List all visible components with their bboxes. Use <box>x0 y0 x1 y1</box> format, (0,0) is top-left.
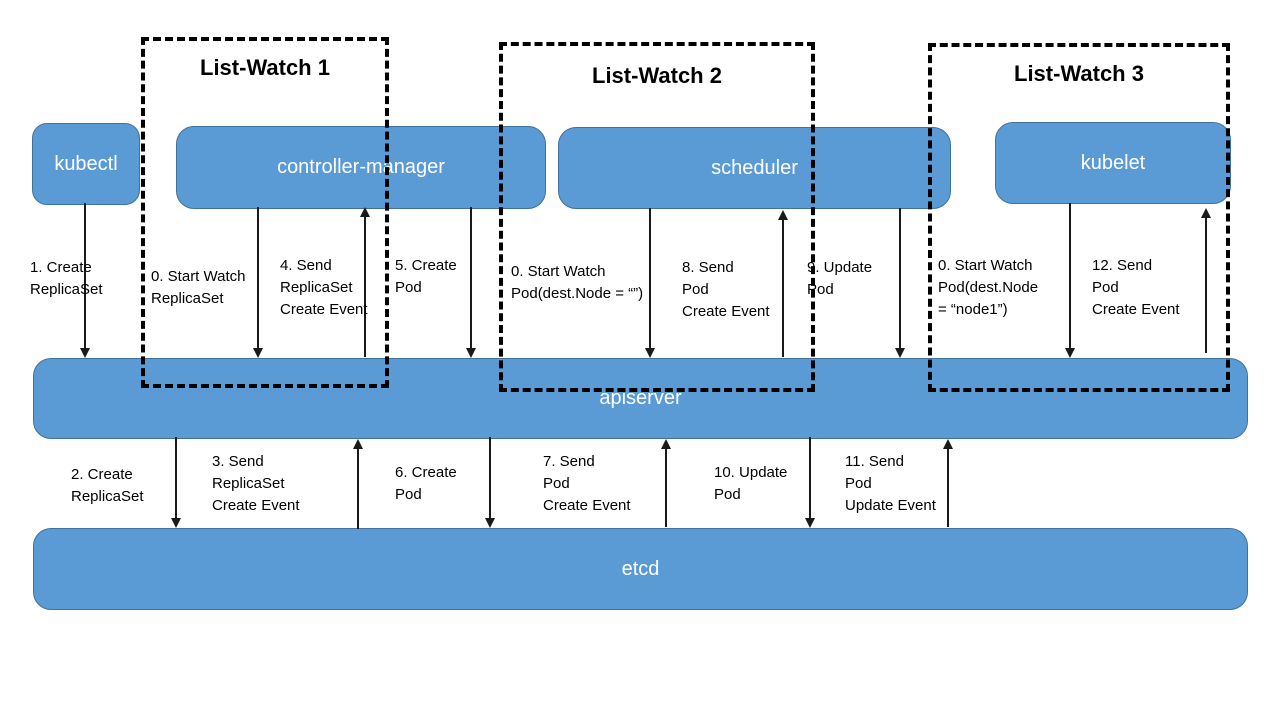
group-list-watch-3-title: List-Watch 3 <box>1014 61 1144 86</box>
node-kubectl: kubectl <box>32 123 140 205</box>
group-list-watch-1: List-Watch 1 <box>141 37 389 388</box>
arrow-scheduler-update-to-apiserver <box>895 208 905 358</box>
edge-label-6-create-pod: 6. Create Pod <box>395 464 457 503</box>
arrow-etcd-to-apiserver-rs-event <box>353 439 363 529</box>
arrow-etcd-to-apiserver-update-event <box>943 439 953 527</box>
node-controller-manager-label: controller-manager <box>277 156 445 178</box>
edge-label-10-update-pod: 10. Update Pod <box>714 464 788 503</box>
node-kubectl-label: kubectl <box>54 152 118 175</box>
arrow-apiserver-to-kubelet-event <box>1201 208 1211 353</box>
group-list-watch-2: List-Watch 2 <box>499 42 815 392</box>
arrow-apiserver-to-cm-event <box>360 207 370 357</box>
edge-label-2-create-replicaset: 2. Create ReplicaSet <box>71 466 144 505</box>
edge-label-0-start-watch-replicaset: 0. Start Watch ReplicaSet <box>151 268 246 307</box>
group-list-watch-1-title: List-Watch 1 <box>200 55 330 80</box>
group-list-watch-3: List-Watch 3 <box>928 43 1230 392</box>
arrow-cm-watch-to-apiserver <box>253 207 263 358</box>
node-etcd-label: etcd <box>621 557 660 580</box>
arrow-apiserver-to-etcd-update-pod <box>805 437 815 528</box>
edge-label-0-start-watch-pod-node1: 0. Start Watch Pod(dest.Node = “node1”) <box>938 257 1039 318</box>
edge-label-9-update-pod: 9. Update Pod <box>807 259 873 298</box>
node-kubelet-label: kubelet <box>1080 151 1146 174</box>
arrow-apiserver-to-etcd-create-pod <box>485 437 495 528</box>
arrow-etcd-to-apiserver-pod-event <box>661 439 671 527</box>
arrow-apiserver-to-scheduler-event <box>778 210 788 357</box>
arrow-scheduler-watch-to-apiserver <box>645 208 655 358</box>
edge-label-8-send-pod-create-event: 8. Send Pod Create Event <box>682 259 770 320</box>
edge-label-7-send-pod-create-event: 7. Send Pod Create Event <box>543 453 631 514</box>
arrow-cm-create-pod-to-apiserver <box>466 207 476 358</box>
node-controller-manager: controller-manager <box>176 126 546 209</box>
edge-label-11-send-pod-update-event: 11. Send Pod Update Event <box>845 453 936 514</box>
node-apiserver-label: apiserver <box>599 387 682 409</box>
arrow-kubelet-watch-to-apiserver <box>1065 203 1075 358</box>
group-list-watch-2-title: List-Watch 2 <box>592 63 722 88</box>
edge-label-3-send-replicaset-create-event: 3. Send ReplicaSet Create Event <box>212 453 300 514</box>
node-etcd: etcd <box>33 528 1248 610</box>
node-kubelet: kubelet <box>995 122 1231 204</box>
arrow-apiserver-to-etcd-create-rs <box>171 437 181 528</box>
node-apiserver: apiserver <box>33 358 1248 439</box>
edge-label-4-send-replicaset-create-event: 4. Send ReplicaSet Create Event <box>280 257 368 318</box>
node-scheduler-label: scheduler <box>711 156 798 179</box>
edge-label-5-create-pod: 5. Create Pod <box>395 257 457 296</box>
edge-label-12-send-pod-create-event: 12. Send Pod Create Event <box>1092 257 1180 318</box>
node-scheduler: scheduler <box>558 127 951 209</box>
edge-label-0-start-watch-pod-empty: 0. Start Watch Pod(dest.Node = “”) <box>511 263 644 302</box>
arrow-kubectl-to-apiserver <box>80 203 90 358</box>
edge-label-1-create-replicaset: 1. Create ReplicaSet <box>30 259 103 298</box>
